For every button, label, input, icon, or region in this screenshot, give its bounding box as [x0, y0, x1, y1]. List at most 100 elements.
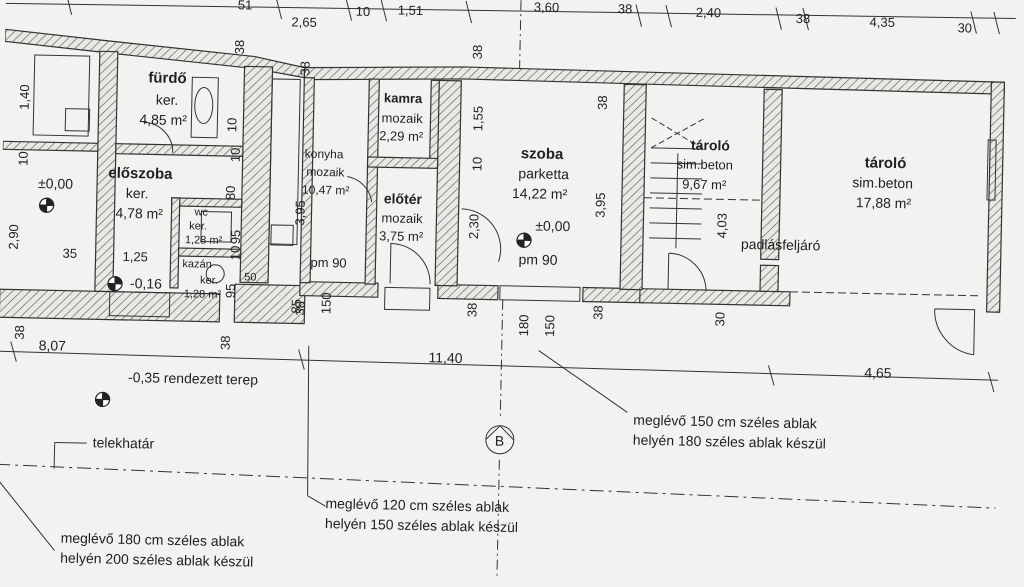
room-name-tarolo-2: tároló	[864, 154, 907, 173]
dim-vertical: 38	[464, 302, 480, 318]
dim-vertical: 10	[469, 156, 485, 172]
level-terrain: -0,35 rendezett terep	[127, 368, 259, 388]
note-window-120: meglévő 120 cm széles ablak	[325, 495, 510, 515]
top-dim: 4,35	[869, 14, 896, 30]
top-dim: 38	[795, 10, 811, 27]
bottom-dim: 4,65	[864, 364, 892, 381]
room-floor-eloszoba: ker.	[125, 184, 149, 202]
dim-vertical: 38	[231, 39, 248, 55]
room-floor-szoba: parketta	[518, 165, 570, 183]
dim-vertical: 1,55	[470, 105, 486, 132]
note-window-150: helyén 180 széles ablak készül	[632, 431, 826, 452]
dim-vertical: 10	[15, 151, 31, 166]
room-name-szoba: szoba	[520, 145, 564, 164]
interior-walls	[2, 50, 783, 293]
top-dim: 38	[617, 1, 633, 17]
dim-vertical: 10	[224, 117, 240, 133]
stairs	[649, 117, 704, 249]
top-dim: 3,60	[533, 0, 560, 15]
note-window-120: helyén 150 széles ablak készül	[324, 515, 519, 536]
top-dim: 51	[237, 0, 253, 13]
axis-line-top	[518, 0, 522, 81]
room-floor-eloter: mozaik	[381, 210, 423, 227]
room-name-konyha: konyha	[304, 146, 344, 162]
dim-horizontal: 1,25	[122, 248, 149, 265]
room-area-eloter: 3,75 m²	[378, 228, 424, 245]
dim-vertical: 95	[222, 283, 239, 299]
room-area-eloszoba: 4,78 m²	[115, 204, 164, 222]
note-window-180: helyén 200 széles ablak készül	[60, 549, 254, 570]
level-szoba: ±0,00	[535, 217, 571, 235]
dim-horizontal: 35	[62, 245, 78, 261]
room-area-konyha: 10,47 m²	[301, 182, 350, 198]
dim-vertical: 10	[227, 245, 243, 261]
dim-vertical: 95	[227, 229, 244, 245]
exterior-walls	[0, 28, 1006, 325]
room-area-furdo: 4,85 m²	[139, 111, 188, 129]
dim-vertical: 38	[594, 95, 611, 111]
pm90-label: pm 90	[518, 251, 558, 268]
dim-vertical: 38	[297, 60, 313, 76]
room-floor-wc: ker.	[189, 220, 208, 233]
dim-vertical: 2,90	[5, 224, 22, 250]
pm90-label: pm 90	[310, 254, 347, 271]
note-window-150: meglévő 150 cm széles ablak	[633, 411, 818, 432]
room-name-eloter: előtér	[383, 190, 423, 208]
top-dim: 30	[957, 20, 973, 36]
dim-vertical: 10	[227, 147, 243, 163]
room-name-eloszoba: előszoba	[108, 164, 173, 183]
bottom-dim: 11,40	[428, 349, 463, 366]
top-dim: 2,65	[291, 14, 317, 30]
dim-vertical: 38	[217, 335, 233, 351]
room-area-tarolo-1: 9,67 m²	[682, 176, 727, 193]
room-floor-kazan: ker.	[199, 274, 218, 287]
section-mark-b: B	[494, 432, 505, 449]
level-kazan: -0,16	[129, 275, 163, 292]
room-area-wc: 1,28 m²	[184, 234, 223, 247]
dim-vertical: 1,40	[16, 84, 33, 110]
dim-vertical: 80	[222, 185, 239, 201]
room-name-wc: wc	[194, 206, 209, 219]
fixtures	[32, 54, 301, 284]
level-markers	[39, 197, 532, 408]
room-name-kamra: kamra	[383, 90, 423, 107]
bottom-dimension-line	[0, 299, 999, 576]
room-name-kazan: kazán	[182, 258, 212, 271]
room-name-furdo: fürdő	[148, 69, 187, 88]
dim-vertical: 180	[515, 314, 532, 337]
bottom-dim: 8,07	[38, 337, 67, 354]
top-dimension-line	[5, 0, 1016, 35]
level-eloszoba: ±0,00	[37, 175, 74, 192]
top-dim: 1,51	[397, 2, 424, 19]
room-floor-tarolo-2: sim.beton	[852, 174, 914, 192]
dim-vertical: 150	[318, 292, 334, 315]
room-floor-kamra: mozaik	[381, 110, 423, 127]
dim-horizontal: 50	[244, 271, 257, 284]
room-area-szoba: 14,22 m²	[511, 184, 568, 203]
dim-vertical: 38	[590, 305, 606, 320]
dim-vertical: 3,95	[292, 200, 308, 226]
top-dim: 2,40	[695, 4, 722, 21]
top-dim: 10	[355, 3, 371, 19]
room-area-kamra: 2,29 m²	[379, 128, 424, 145]
dim-vertical: 2,30	[466, 213, 482, 240]
dim-vertical: 30	[712, 311, 728, 327]
dim-left: 38	[11, 325, 28, 340]
room-floor-tarolo-1: sim.beton	[676, 156, 734, 173]
padlas-label: padlásfeljáró	[740, 235, 821, 254]
dim-vertical: 3,95	[592, 192, 609, 218]
dim-vertical: 38	[469, 44, 486, 60]
dim-vertical: 4,03	[714, 212, 730, 239]
room-name-tarolo-1: tároló	[690, 136, 731, 154]
doors-windows	[108, 121, 997, 356]
telekhatar-label: telekhatár	[92, 434, 155, 452]
dim-vertical: 150	[541, 314, 558, 337]
room-area-tarolo-2: 17,88 m²	[855, 194, 912, 212]
dim-vertical: 38	[292, 300, 308, 316]
room-floor-furdo: ker.	[155, 91, 179, 108]
room-area-kazan: 1,28 m²	[183, 288, 222, 301]
room-floor-konyha: mozaik	[306, 164, 345, 180]
note-window-180: meglévő 180 cm széles ablak	[60, 529, 245, 550]
